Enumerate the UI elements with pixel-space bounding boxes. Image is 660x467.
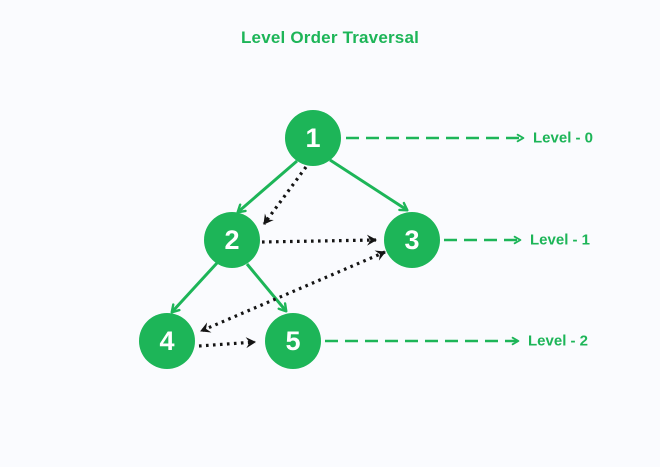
traversal-arrow-3-4 <box>200 250 386 333</box>
level-label-2: Level - 2 <box>528 332 589 350</box>
level-label-1: Level - 1 <box>530 231 591 249</box>
traversal-arrow-2-3 <box>261 234 377 246</box>
tree-edge-1-3 <box>329 158 409 212</box>
tree-node-5: 5 <box>265 313 321 369</box>
diagram-title: Level Order Traversal <box>240 28 420 47</box>
tree-edge-1-2 <box>236 159 298 214</box>
traversal-arrow-1-2 <box>262 166 308 225</box>
tree-node-2: 2 <box>204 212 260 268</box>
level-label-0: Level - 0 <box>533 129 594 147</box>
tree-node-3: 3 <box>384 212 440 268</box>
tree-edge-2-5 <box>245 263 288 313</box>
tree-edge-2-4 <box>170 261 219 314</box>
traversal-arrow-4-5 <box>198 337 256 349</box>
tree-node-4: 4 <box>139 313 195 369</box>
tree-node-1: 1 <box>285 110 341 166</box>
